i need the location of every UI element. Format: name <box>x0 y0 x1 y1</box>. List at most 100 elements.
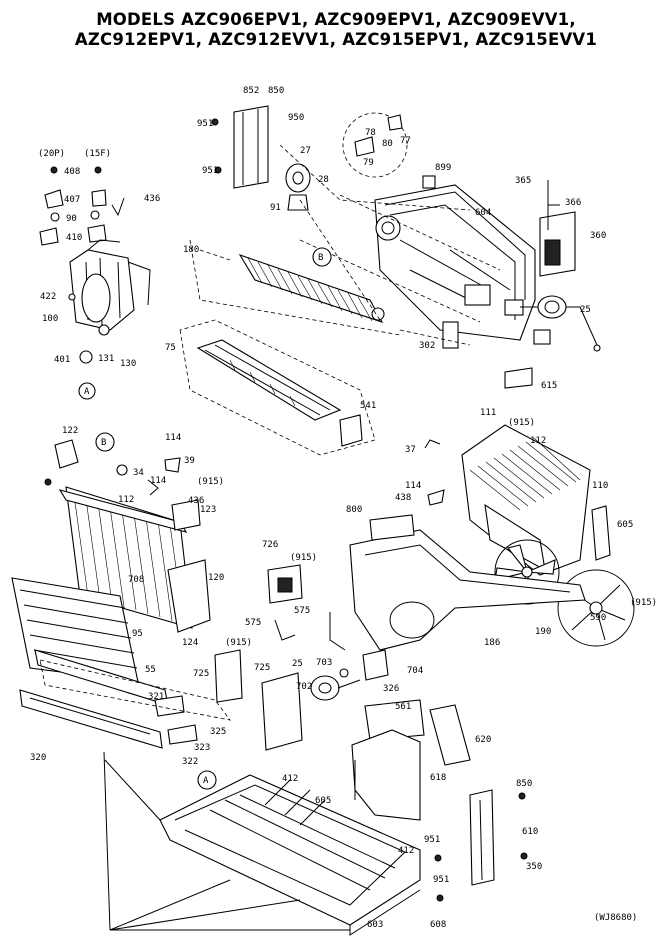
part-label: 112 <box>530 436 546 446</box>
part-label: 407 <box>64 195 80 205</box>
part-725-left <box>214 649 243 703</box>
drain-pan-75 <box>196 339 363 447</box>
part-605-side <box>591 505 611 561</box>
part-561 <box>364 699 425 741</box>
fan-motor-25-top <box>520 295 601 352</box>
part-label: 850 <box>516 779 532 789</box>
svg-text:A: A <box>84 387 90 397</box>
part-label: 702 <box>296 682 312 692</box>
part-label: 541 <box>360 401 376 411</box>
part-label: 401 <box>54 355 70 365</box>
part-label: (915) <box>630 598 657 608</box>
detail-78-circle <box>342 112 408 178</box>
base-pan-603 <box>159 774 421 936</box>
part-label: 438 <box>395 493 411 503</box>
part-34 <box>116 464 128 476</box>
callout-b-mid: B <box>95 432 115 452</box>
part-label: 323 <box>194 743 210 753</box>
reversing-valve-assembly-100 <box>68 239 151 364</box>
drawing-code: (WJ8680) <box>594 913 637 923</box>
part-label: 100 <box>42 314 58 324</box>
part-label: 436 <box>144 194 160 204</box>
part-label: 77 <box>400 136 411 146</box>
part-label: 110 <box>592 481 608 491</box>
part-label: 620 <box>475 735 491 745</box>
callout-b-top: B <box>312 247 332 267</box>
part-label: 120 <box>208 573 224 583</box>
valve-parts-408-410 <box>39 166 125 246</box>
part-label: 575 <box>294 606 310 616</box>
part-label: 605 <box>617 520 633 530</box>
part-label: 410 <box>66 233 82 243</box>
part-label: 34 <box>133 468 144 478</box>
part-620 <box>429 704 471 766</box>
filter-321-320 <box>19 689 198 749</box>
condenser-coil-112 <box>461 424 591 576</box>
mounting-bracket-852 <box>211 105 269 189</box>
part-label: 951 <box>424 835 440 845</box>
part-label: 25 <box>292 659 303 669</box>
part-899 <box>422 175 436 189</box>
part-615 <box>504 367 533 389</box>
part-labels: 852 850 951 950 78 80 77 79 27 28 951 91… <box>30 86 657 930</box>
part-label: 615 <box>541 381 557 391</box>
part-618 <box>351 729 421 821</box>
bracket-575-right <box>329 612 346 651</box>
part-label: 725 <box>193 669 209 679</box>
part-114-mid <box>147 479 159 496</box>
part-label: (915) <box>225 638 252 648</box>
part-label: 350 <box>526 862 542 872</box>
part-label: 79 <box>363 158 374 168</box>
part-label: 366 <box>565 198 581 208</box>
part-label: (915) <box>290 553 317 563</box>
part-label: 55 <box>145 665 156 675</box>
part-label: 618 <box>430 773 446 783</box>
part-label: 703 <box>316 658 332 668</box>
part-label: 605 <box>315 796 331 806</box>
part-label: 122 <box>62 426 78 436</box>
bracket-610 <box>469 789 495 886</box>
part-label: 75 <box>165 343 176 353</box>
part-label: 321 <box>148 692 164 702</box>
part-label: 850 <box>268 86 284 96</box>
part-label: 800 <box>346 505 362 515</box>
part-302 <box>442 321 459 349</box>
part-label: 726 <box>262 540 278 550</box>
part-label: 852 <box>243 86 259 96</box>
part-label: 603 <box>367 920 383 930</box>
part-label: 590 <box>590 613 606 623</box>
part-123 <box>171 499 201 531</box>
svg-text:A: A <box>203 776 209 786</box>
blower-wheel-180 <box>238 253 385 323</box>
part-label: 326 <box>383 684 399 694</box>
part-label: (915) <box>508 418 535 428</box>
part-label: 575 <box>245 618 261 628</box>
part-label: 899 <box>435 163 451 173</box>
part-37 <box>424 439 441 449</box>
fan-motor-702 <box>310 649 389 701</box>
part-label: 112 <box>118 495 134 505</box>
part-label: 80 <box>382 139 393 149</box>
part-label: 37 <box>405 445 416 455</box>
part-726-inner <box>277 577 293 593</box>
part-label: 412 <box>398 846 414 856</box>
part-438 <box>427 489 445 506</box>
part-label: 27 <box>300 146 311 156</box>
part-label: 90 <box>66 214 77 224</box>
part-label: 408 <box>64 167 80 177</box>
part-label: 123 <box>200 505 216 515</box>
part-label: 951 <box>202 166 218 176</box>
part-label: 25 <box>580 305 591 315</box>
part-122-top-left <box>44 439 79 486</box>
part-label: 114 <box>150 476 166 486</box>
condenser-fan-190 <box>494 539 560 605</box>
part-725-right <box>261 672 303 751</box>
part-label: 39 <box>184 456 195 466</box>
part-label: 704 <box>407 666 423 676</box>
part-label: 725 <box>254 663 270 673</box>
bracket-360 <box>539 180 576 277</box>
leader-lines-bottom <box>103 751 350 931</box>
part-label: 95 <box>132 629 143 639</box>
part-label: 130 <box>120 359 136 369</box>
